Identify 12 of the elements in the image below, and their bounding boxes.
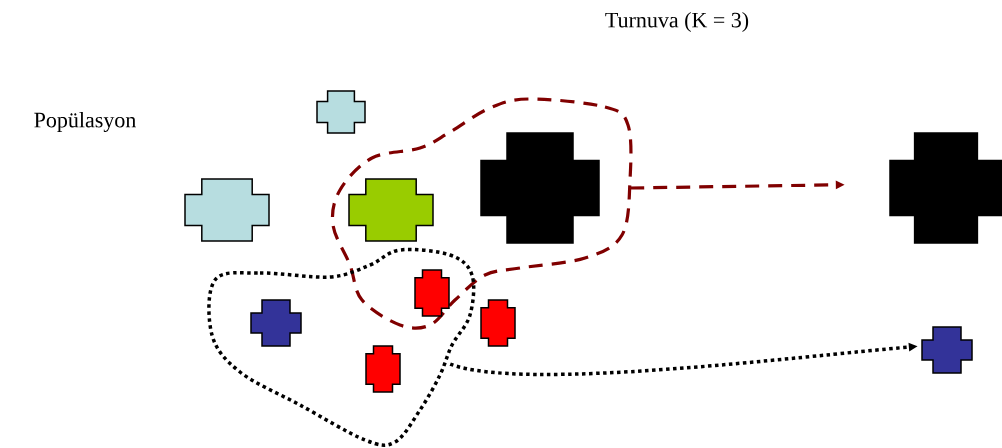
cross-shape [414,269,450,317]
cross-shape [348,178,434,242]
cross-shape [480,132,600,244]
label: Turnuva (K = 3) [605,12,749,32]
cross-shape [480,299,516,347]
label: Popülasyon [34,112,136,132]
cross-shape [316,90,366,134]
cross-shape [889,132,1002,244]
cross-shape [250,299,302,347]
cross-shape [921,326,973,374]
cross-shape [365,345,401,393]
cross-shape [184,178,270,242]
